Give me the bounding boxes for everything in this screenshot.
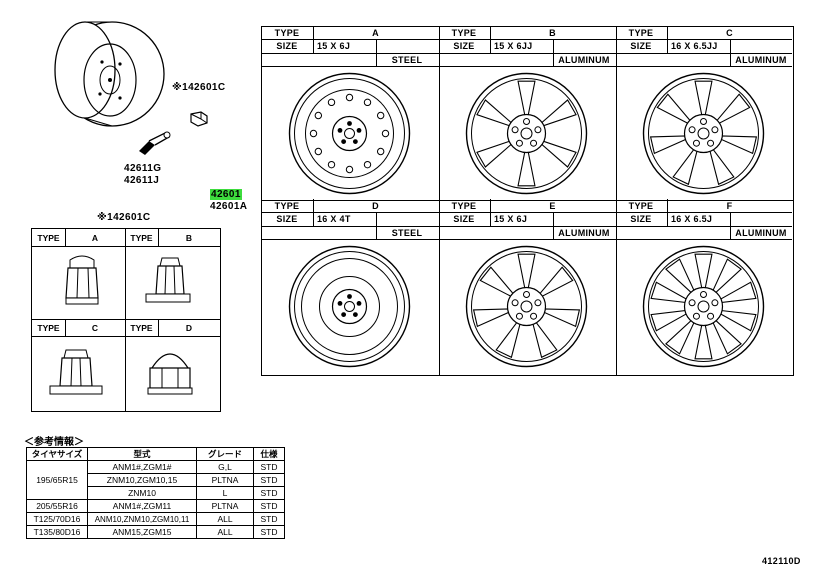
ref-spec: STD <box>253 512 285 526</box>
nut-type-c: C <box>91 323 99 333</box>
wheel-size-value: 15 X 6J <box>494 214 528 224</box>
nut-type-b: B <box>185 233 193 243</box>
valve-part-number-j: 42611J <box>124 175 160 186</box>
wheel-material: STEEL <box>391 228 423 238</box>
nut-note-top: ※142601C <box>172 82 226 93</box>
nut-type-a: A <box>91 233 99 243</box>
wheel-a-icon <box>288 72 411 195</box>
wheel-type-value: E <box>549 201 556 211</box>
wheel-size-label: SIZE <box>276 41 298 51</box>
lug-nut-icon <box>188 110 210 133</box>
wheel-d-icon <box>288 245 411 368</box>
wheel-cell-d: TYPE D SIZE 16 X 4T STEEL <box>261 199 438 372</box>
nut-type-d: D <box>185 323 193 333</box>
nut-b-icon <box>145 257 191 303</box>
ref-spec: STD <box>253 525 285 539</box>
wheel-b-icon <box>465 72 588 195</box>
nut-d-icon <box>147 353 193 395</box>
ref-grade: PLTNA <box>196 499 254 513</box>
nut-type-table: TYPE A TYPE B TYPE C TYPE D <box>31 228 221 412</box>
wheel-type-value: D <box>372 201 379 211</box>
ref-spec: STD <box>253 473 285 487</box>
wheel-size-value: 16 X 4T <box>317 214 351 224</box>
ref-grade: G,L <box>196 460 254 474</box>
wheel-size-label: SIZE <box>453 214 475 224</box>
wheel-f-icon <box>642 245 765 368</box>
wheel-type-label: TYPE <box>451 28 477 38</box>
reference-title: ＜参考情報＞ <box>24 437 84 448</box>
ref-spec: STD <box>253 499 285 513</box>
wheel-cell-f: TYPE F SIZE 16 X 6.5J ALUMINUM <box>615 199 792 372</box>
wheel-type-label: TYPE <box>628 201 654 211</box>
nut-type-label-2: TYPE <box>130 233 153 243</box>
wheel-type-value: F <box>726 201 733 211</box>
figure-code: 412110D <box>762 556 801 566</box>
ref-size: 195/65R15 <box>26 460 88 500</box>
nut-c-icon <box>49 349 103 395</box>
ref-header-model: 型式 <box>87 447 197 461</box>
wheel-c-icon <box>642 72 765 195</box>
wheel-material: ALUMINUM <box>558 55 610 65</box>
ref-spec: STD <box>253 460 285 474</box>
ref-header-size: タイヤサイズ <box>26 447 88 461</box>
ref-model: ANM15,ZGM15 <box>87 525 197 539</box>
ref-spec: STD <box>253 486 285 500</box>
ref-model: ZNM10,ZGM10,15 <box>87 473 197 487</box>
wheel-size-label: SIZE <box>276 214 298 224</box>
wheel-type-value: C <box>726 28 733 38</box>
ref-model: ANM1#,ZGM11 <box>87 499 197 513</box>
nut-type-label-3: TYPE <box>37 323 60 333</box>
nut-note-table: ※142601C <box>97 212 151 223</box>
ref-grade: ALL <box>196 525 254 539</box>
wheel-cell-c: TYPE C SIZE 16 X 6.5JJ ALUMINUM <box>615 26 792 199</box>
ref-grade: ALL <box>196 512 254 526</box>
ref-header-grade: グレード <box>196 447 254 461</box>
wheel-part-number: 42601 <box>210 189 242 200</box>
wheel-type-value: A <box>372 28 379 38</box>
wheel-type-label: TYPE <box>628 28 654 38</box>
ref-grade: PLTNA <box>196 473 254 487</box>
wheel-type-value: B <box>549 28 556 38</box>
wheel-size-label: SIZE <box>630 214 652 224</box>
valve-part-number-g: 42611G <box>124 163 162 174</box>
wheel-size-value: 16 X 6.5JJ <box>671 41 718 51</box>
wheel-size-label: SIZE <box>453 41 475 51</box>
wheel-size-label: SIZE <box>630 41 652 51</box>
wheel-material: ALUMINUM <box>735 55 787 65</box>
ref-header-spec: 仕様 <box>253 447 285 461</box>
wheel-type-label: TYPE <box>274 28 300 38</box>
ref-model: ANM1#,ZGM1# <box>87 460 197 474</box>
wheel-e-icon <box>465 245 588 368</box>
wheel-material: ALUMINUM <box>735 228 787 238</box>
wheel-part-number-a: 42601A <box>210 201 248 212</box>
wheel-size-value: 15 X 6J <box>317 41 351 51</box>
reference-table: タイヤサイズ 型式 グレード 仕様 195/65R15 ANM1#,ZGM1# … <box>26 447 285 539</box>
wheel-size-value: 16 X 6.5J <box>671 214 713 224</box>
ref-grade: L <box>196 486 254 500</box>
nut-a-icon <box>65 255 99 305</box>
valve-stem-icon <box>135 127 175 162</box>
wheel-type-label: TYPE <box>451 201 477 211</box>
wheel-material: STEEL <box>391 55 423 65</box>
wheel-cell-b: TYPE B SIZE 15 X 6JJ ALUMINUM <box>438 26 615 199</box>
wheel-cell-a: TYPE A SIZE 15 X 6J STEEL <box>261 26 438 199</box>
wheel-type-table <box>261 26 794 376</box>
wheel-type-label: TYPE <box>274 201 300 211</box>
wheel-material: ALUMINUM <box>558 228 610 238</box>
ref-model: ANM10,ZNM10,ZGM10,11 <box>87 512 197 526</box>
nut-type-label-4: TYPE <box>130 323 153 333</box>
ref-model: ZNM10 <box>87 486 197 500</box>
ref-size: T125/70D16 <box>26 512 88 526</box>
wheel-size-value: 15 X 6JJ <box>494 41 533 51</box>
tire-illustration <box>40 12 170 137</box>
nut-type-label-1: TYPE <box>37 233 60 243</box>
wheel-cell-e: TYPE E SIZE 15 X 6J ALUMINUM <box>438 199 615 372</box>
ref-size: T135/80D16 <box>26 525 88 539</box>
ref-size: 205/55R16 <box>26 499 88 513</box>
